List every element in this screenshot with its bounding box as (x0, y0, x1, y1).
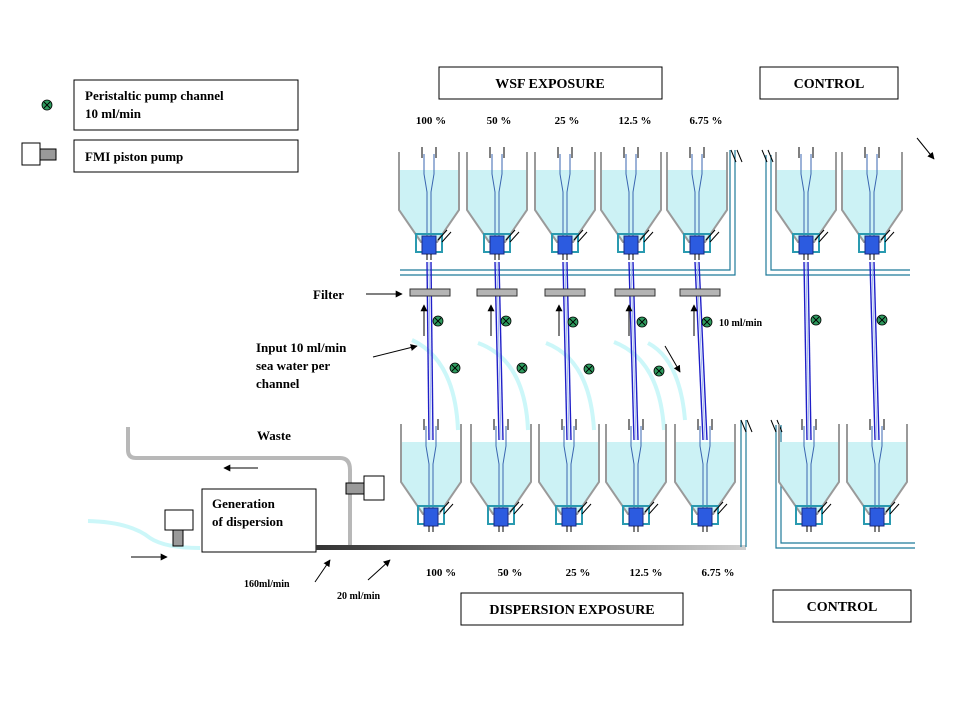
tank-icon (466, 147, 528, 260)
tank-icon (778, 419, 840, 532)
legend-pump-line2: 10 ml/min (85, 106, 142, 121)
pump-channel-icon (636, 316, 648, 328)
waste-line (126, 427, 352, 545)
tank-icon (538, 419, 600, 532)
top-percentage-label: 12.5 % (619, 115, 652, 127)
flow-20-arrow (367, 559, 391, 581)
filter-icon (476, 288, 518, 297)
input-line2: sea water per (256, 358, 330, 373)
tank-icon (600, 147, 662, 260)
pump-channel-icon (41, 99, 53, 111)
legend-piston-label: FMI piston pump (85, 149, 183, 164)
tank-icon (775, 147, 837, 260)
flow-160-label: 160ml/min (244, 579, 290, 590)
bottom-percentage-label: 6.75 % (702, 567, 735, 579)
bottom-percentage-label: 12.5 % (630, 567, 663, 579)
filter-icon (679, 288, 721, 297)
pump-channel-icon (432, 315, 444, 327)
control-top-title: CONTROL (794, 77, 865, 92)
top-percentage-label: 25 % (555, 115, 580, 127)
bottom-percentage-label: 50 % (498, 567, 523, 579)
top-control-pipe (765, 155, 910, 276)
tank-icon (534, 147, 596, 260)
generation-box (201, 488, 317, 553)
pump-channel-icon (653, 365, 665, 377)
flow-20-label: 20 ml/min (337, 591, 380, 602)
tank-icon (400, 419, 462, 532)
legend-pump-box (73, 79, 299, 131)
control-bottom-title: CONTROL (807, 600, 878, 615)
seawater-inflow-tube (87, 519, 201, 550)
tank-icon (398, 147, 460, 260)
waste-piston-pump-icon (345, 475, 385, 501)
filter-icon (409, 288, 451, 297)
seawater-feed-tubes (411, 338, 687, 431)
pump-channel-icon (810, 314, 822, 326)
tank-icon (674, 419, 736, 532)
pump-channel-icon (583, 363, 595, 375)
top-percentage-label: 100 % (416, 115, 446, 127)
dispersion-tank-row (400, 419, 908, 532)
dispersion-exposure-box (460, 592, 684, 626)
break-marks (730, 149, 783, 433)
top-return-pipe (400, 150, 731, 271)
filter-icon (614, 288, 656, 297)
flow-10-label: 10 ml/min (719, 318, 762, 329)
outflow-arrow (916, 137, 935, 160)
tube-arrow (664, 345, 681, 373)
filter-row (409, 288, 721, 336)
pump-channel-icon (876, 314, 888, 326)
tank-icon (841, 147, 903, 260)
wsf-exposure-box (438, 66, 663, 100)
filter-label: Filter (313, 287, 344, 302)
flow-160-arrow (314, 559, 331, 583)
waste-label: Waste (257, 428, 291, 443)
legend: Peristaltic pump channel 10 ml/min FMI p… (21, 79, 299, 173)
top-percentages: 100 % 50 % 25 % 12.5 % 6.75 % (416, 115, 723, 127)
bottom-percentage-label: 100 % (426, 567, 456, 579)
top-percentage-label: 6.75 % (690, 115, 723, 127)
channel-pipe (869, 261, 876, 441)
input-line3: channel (256, 376, 300, 391)
piston-pump-icon (21, 142, 57, 166)
input-line1: Input 10 ml/min (256, 340, 347, 355)
pump-channel-icon (701, 316, 713, 328)
tank-icon (846, 419, 908, 532)
bottom-percentage-label: 25 % (566, 567, 591, 579)
main-dispersion-pipe (316, 545, 746, 550)
legend-pump-line1: Peristaltic pump channel (85, 88, 224, 103)
inflow-piston-pump-icon (164, 509, 194, 547)
tank-icon (470, 419, 532, 532)
tank-icon (605, 419, 667, 532)
legend-piston-box (73, 139, 299, 173)
pump-channel-icon (500, 315, 512, 327)
tank-icon (666, 147, 728, 260)
filter-icon (544, 288, 586, 297)
pump-channel-icon (449, 362, 461, 374)
generation-line1: Generation (212, 496, 276, 511)
bottom-control-pipe (775, 425, 915, 549)
channel-pipe (803, 261, 808, 441)
generation-line2: of dispersion (212, 514, 284, 529)
wsf-exposure-title: WSF EXPOSURE (495, 77, 605, 92)
control-top-box (759, 66, 899, 100)
dispersion-exposure-title: DISPERSION EXPOSURE (489, 603, 654, 618)
bottom-percentages: 100 % 50 % 25 % 12.5 % 6.75 % (426, 567, 735, 579)
wsf-tank-row (398, 147, 903, 260)
input-arrow (372, 344, 418, 358)
pump-channel-icon (567, 316, 579, 328)
top-percentage-label: 50 % (487, 115, 512, 127)
pump-channel-icon (516, 362, 528, 374)
control-bottom-box (772, 589, 912, 623)
